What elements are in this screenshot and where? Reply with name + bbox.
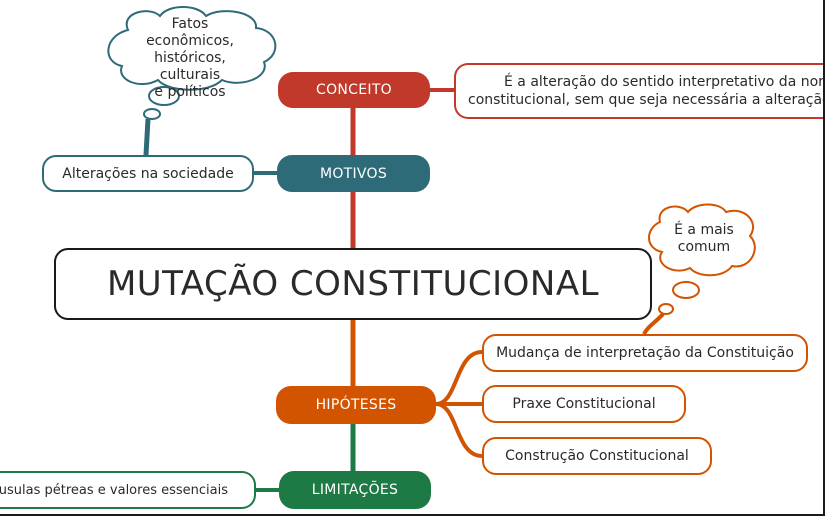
right-border [823, 0, 825, 516]
limitacoes-node: LIMITAÇÕES [279, 471, 431, 509]
hipoteses-connector-1 [435, 350, 483, 406]
conceito-label: CONCEITO [316, 82, 392, 98]
motivos-cloud-text: Fatos econômicos, históricos, culturais … [128, 16, 252, 101]
cloud-line: históricos, culturais [154, 50, 226, 83]
limitacoes-label: LIMITAÇÕES [311, 482, 399, 498]
motivos-label: MOTIVOS [319, 165, 388, 182]
hipoteses-item: Mudança de interpretação da Constituição [496, 345, 794, 361]
motivos-detail-box: Alterações na sociedade [42, 155, 254, 192]
hipoteses-label: HIPÓTESES [315, 397, 397, 413]
hipoteses-item-box: Praxe Constitucional [482, 385, 686, 423]
conceito-detail-box: É a alteração do sentido interpretativo … [454, 63, 825, 119]
hipoteses-item-box: Construção Constitucional [482, 437, 712, 475]
hipoteses-item-box: Mudança de interpretação da Constituição [482, 334, 808, 372]
thought-cloud-motivos [107, 6, 277, 156]
conceito-node: CONCEITO [278, 72, 430, 108]
cloud-line: e políticos [154, 84, 226, 100]
limitacoes-detail: Cláusulas pétreas e valores essenciais [0, 482, 228, 498]
cloud-line: comum [677, 239, 731, 255]
main-topic-box: MUTAÇÃO CONSTITUCIONAL [54, 248, 652, 320]
conceito-detail-line1: É a alteração do sentido interpretativo … [504, 74, 825, 90]
conceito-detail-line2: constitucional, sem que seja necessária … [468, 92, 825, 108]
motivos-detail: Alterações na sociedade [62, 165, 234, 182]
hipoteses-cloud-text: É a mais comum [664, 222, 744, 256]
page-title: MUTAÇÃO CONSTITUCIONAL [106, 264, 600, 304]
hipoteses-node: HIPÓTESES [276, 386, 436, 424]
bottom-border [0, 514, 825, 516]
motivos-node: MOTIVOS [277, 155, 430, 192]
hipoteses-item: Praxe Constitucional [512, 396, 656, 412]
cloud-line: Fatos econômicos, [146, 16, 234, 49]
hipoteses-item: Construção Constitucional [505, 448, 689, 464]
hipoteses-connector-3 [435, 402, 483, 458]
cloud-line: É a mais [674, 222, 734, 238]
limitacoes-detail-box: Cláusulas pétreas e valores essenciais [0, 471, 256, 509]
thought-cloud-hipoteses [642, 203, 756, 335]
